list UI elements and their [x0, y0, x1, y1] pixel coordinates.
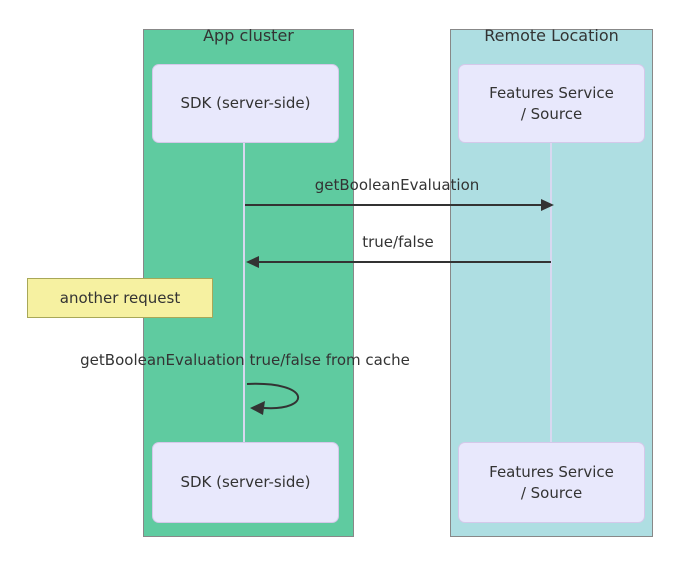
participant-sdk-top-label: SDK (server-side)	[180, 94, 311, 113]
participant-sdk-top: SDK (server-side)	[152, 64, 339, 143]
remote-location-title: Remote Location	[484, 26, 619, 45]
features-lifeline	[550, 143, 552, 443]
sdk-lifeline	[243, 143, 245, 443]
app-cluster-title: App cluster	[203, 26, 294, 45]
reply-message-label: true/false	[362, 233, 434, 251]
participant-features-top-label-line1: Features Service	[489, 84, 614, 103]
another-request-note-label: another request	[59, 289, 181, 307]
cache-message-label: getBooleanEvaluation true/false from cac…	[80, 351, 410, 369]
participant-features-top: Features Service / Source	[458, 64, 645, 143]
another-request-note: another request	[27, 278, 213, 318]
participant-features-bottom-label-line1: Features Service	[489, 463, 614, 482]
participant-sdk-bottom-label: SDK (server-side)	[180, 473, 311, 492]
call-message-label: getBooleanEvaluation	[314, 176, 480, 194]
participant-features-bottom: Features Service / Source	[458, 442, 645, 523]
participant-sdk-bottom: SDK (server-side)	[152, 442, 339, 523]
participant-features-bottom-label-line2: / Source	[520, 483, 583, 502]
participant-features-top-label-line2: / Source	[520, 104, 583, 123]
